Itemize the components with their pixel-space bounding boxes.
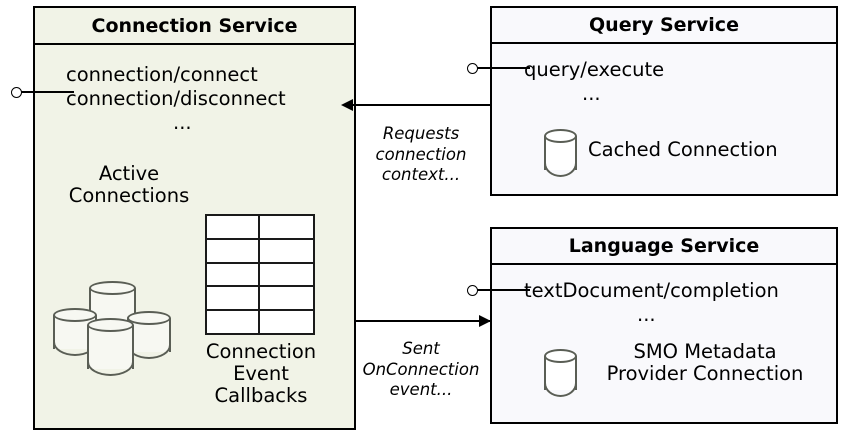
arrowhead-right-icon: [479, 315, 491, 327]
component-title-language-service: Language Service: [492, 229, 836, 265]
edge-label-line2: OnConnection: [362, 359, 480, 379]
artifact-label-line2: Event: [233, 362, 289, 386]
artifact-label-active-connections: Active Connections: [49, 162, 209, 208]
database-icon: [544, 129, 577, 177]
artifact-label-line2: Provider Connection: [606, 362, 804, 386]
edge-line: [356, 320, 490, 322]
edge-label-line3: event...: [389, 380, 453, 400]
interface-stem: [477, 289, 530, 292]
interface-query-ellipsis: ...: [582, 82, 601, 105]
artifact-label-connection-event-callbacks: Connection Event Callbacks: [190, 340, 332, 408]
database-icon-right: [127, 311, 171, 359]
artifact-label-cached-connection: Cached Connection: [588, 138, 778, 161]
edge-label-line3: context...: [381, 165, 461, 185]
edge-label-requests-connection-context: Requests connection context...: [360, 124, 482, 186]
artifact-label-smo-metadata-provider-connection: SMO Metadata Provider Connection: [588, 340, 822, 386]
interface-connection-disconnect: connection/disconnect: [66, 87, 286, 110]
component-connection-service[interactable]: Connection Service connection/connect co…: [33, 6, 356, 430]
artifact-label-line1: SMO Metadata: [633, 340, 777, 363]
artifact-label-line2: Connections: [68, 184, 190, 208]
edge-label-line1: Requests: [382, 124, 460, 143]
interface-stem: [21, 91, 74, 94]
edge-label-sent-onconnection-event: Sent OnConnection event...: [360, 339, 482, 401]
table-grid-icon: [205, 214, 315, 335]
interface-connection-ellipsis: ...: [173, 111, 192, 134]
component-query-service[interactable]: Query Service query/execute ... Cached C…: [490, 6, 838, 196]
component-language-service[interactable]: Language Service textDocument/completion…: [490, 227, 838, 424]
artifact-label-line3: Callbacks: [214, 384, 308, 408]
artifact-label-line1: Connection: [205, 340, 317, 363]
database-cluster-icon: [53, 281, 185, 377]
interface-query-execute: query/execute: [524, 58, 665, 81]
interface-language-ellipsis: ...: [637, 303, 656, 326]
artifact-label-line1: Active: [98, 162, 160, 185]
edge-label-line2: connection: [375, 144, 467, 164]
component-title-connection-service: Connection Service: [35, 8, 354, 45]
edge-line: [352, 104, 490, 106]
edge-label-line1: Sent: [402, 339, 440, 358]
component-title-query-service: Query Service: [492, 8, 836, 44]
database-icon: [544, 349, 577, 397]
database-icon-front: [87, 318, 134, 376]
interface-stem: [477, 67, 530, 70]
interface-textdocument-completion: textDocument/completion: [524, 279, 779, 302]
arrowhead-left-icon: [341, 99, 353, 111]
interface-connection-connect: connection/connect: [66, 63, 258, 86]
